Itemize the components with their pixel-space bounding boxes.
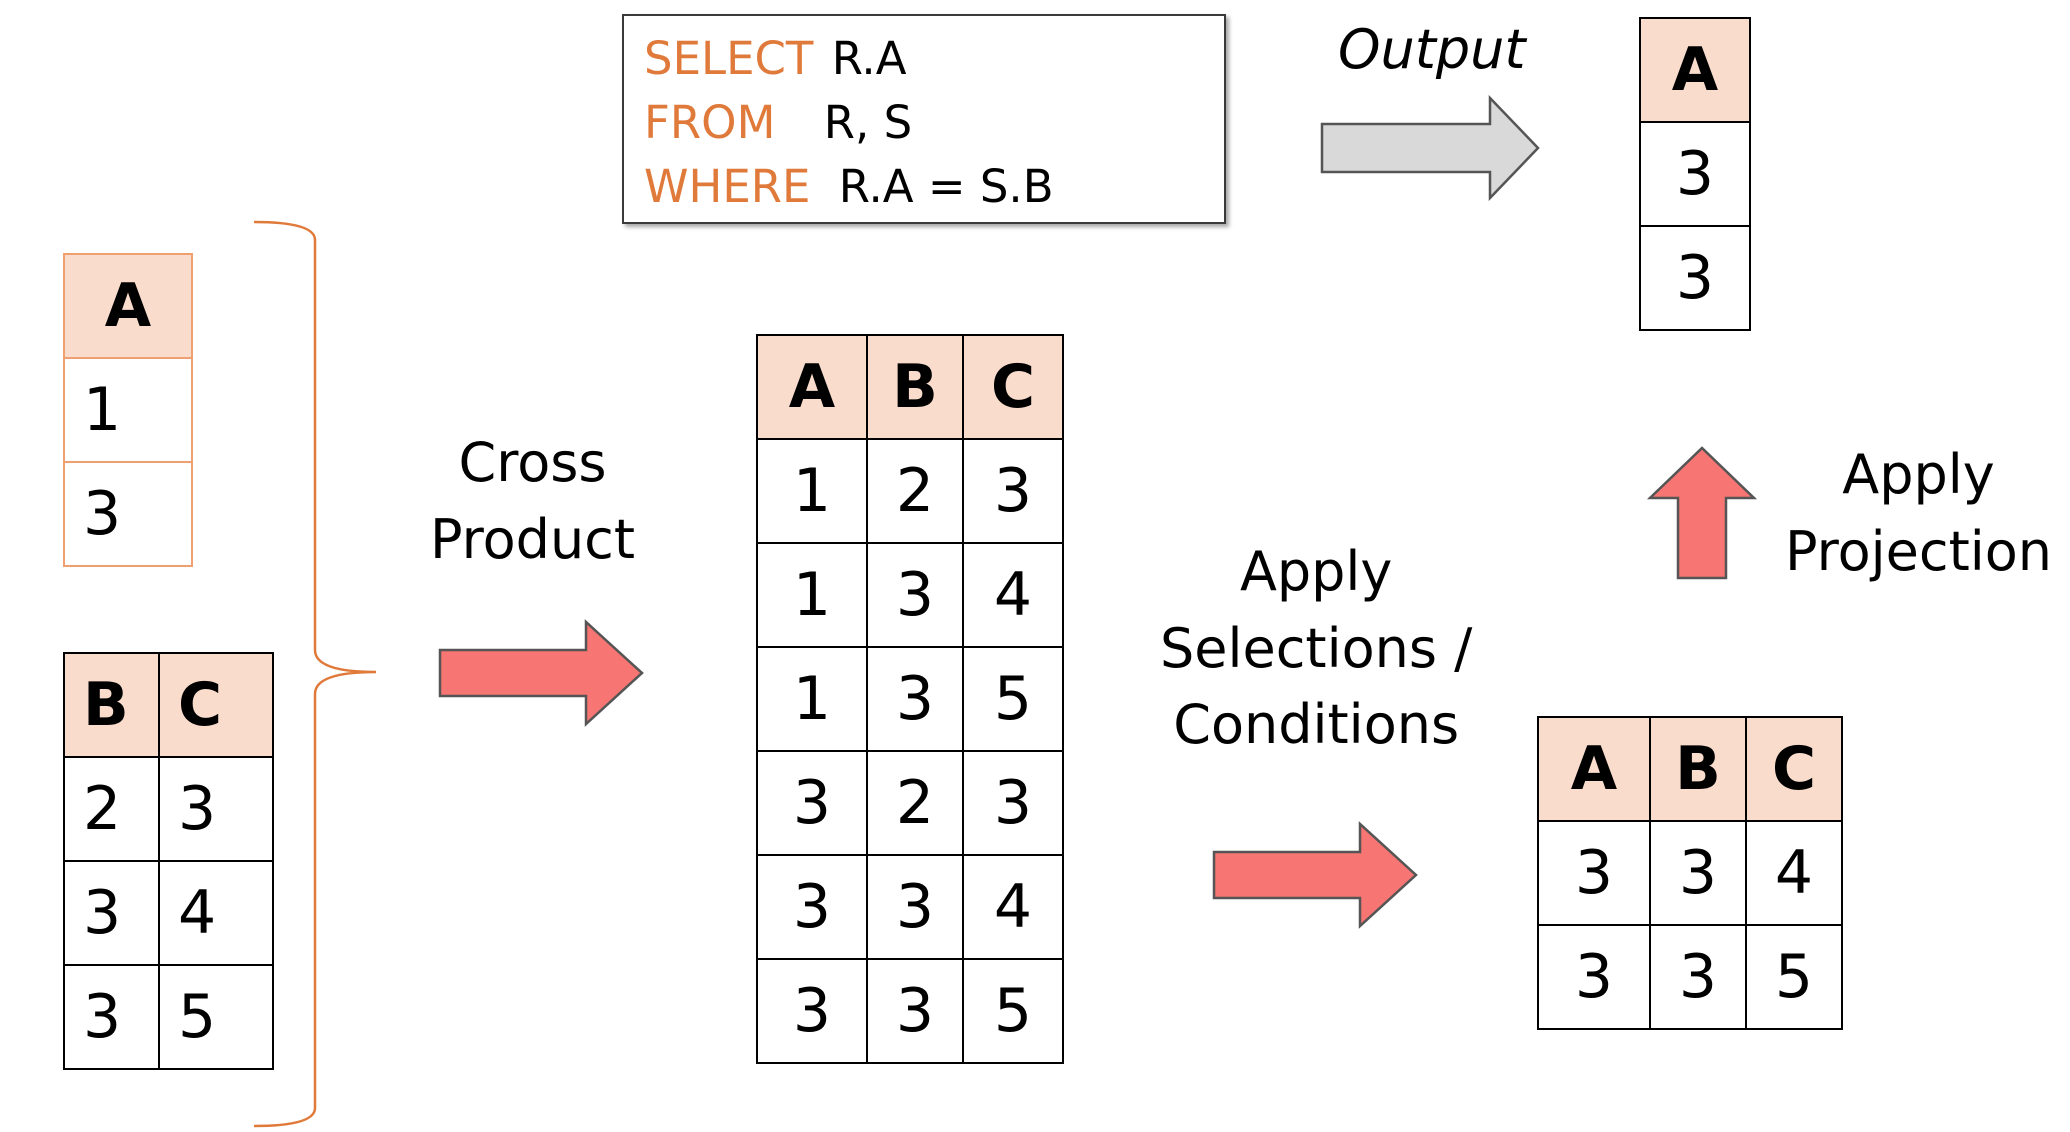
table-cell: 3 xyxy=(1649,820,1747,926)
cross-product-label-line: Cross xyxy=(458,431,607,494)
table-cell: 1 xyxy=(756,542,868,648)
output-arrow-icon xyxy=(1320,94,1540,202)
table-cell: 5 xyxy=(962,958,1064,1064)
table-row: 3 xyxy=(63,461,193,567)
relation-s-header: C xyxy=(158,652,274,758)
table-row: 1 xyxy=(63,357,193,463)
grouping-brace-icon xyxy=(253,220,377,1128)
table-cell: 3 xyxy=(962,438,1064,544)
output-table-header: A xyxy=(1639,17,1751,123)
sql-select-keyword: SELECT xyxy=(644,32,814,85)
sql-where-keyword: WHERE xyxy=(644,160,811,213)
table-cell: 3 xyxy=(1639,121,1751,227)
table-cell: 4 xyxy=(158,860,274,966)
cross-product-label-line: Product xyxy=(430,507,636,571)
apply-selections-label: Apply Selections / Conditions xyxy=(1160,534,1472,764)
table-cell: 1 xyxy=(756,438,868,544)
table-cell: 3 xyxy=(63,964,160,1070)
table-cell: 3 xyxy=(1537,924,1651,1030)
sql-select-line: SELECT R.A xyxy=(644,36,907,81)
projection-arrow-icon xyxy=(1646,446,1758,580)
sql-query-box: SELECT R.A FROM R, S WHERE R.A = S.B xyxy=(622,14,1226,224)
table-cell: 3 xyxy=(756,750,868,856)
table-cell: 2 xyxy=(866,750,964,856)
table-cell: 1 xyxy=(756,646,868,752)
output-table: A 3 3 xyxy=(1639,17,1751,331)
cross-product-header: A xyxy=(756,334,868,440)
relation-r-table: A 1 3 xyxy=(63,253,193,567)
table-cell: 3 xyxy=(866,542,964,648)
table-cell: 1 xyxy=(63,357,193,463)
sql-where-condition: R.A = S.B xyxy=(838,160,1054,213)
cross-product-header: B xyxy=(866,334,964,440)
table-cell: 5 xyxy=(1745,924,1843,1030)
table-cell: 5 xyxy=(158,964,274,1070)
selected-rows-header: B xyxy=(1649,716,1747,822)
table-cell: 3 xyxy=(756,958,868,1064)
apply-projection-label: Apply Projection xyxy=(1785,437,2052,590)
table-cell: 3 xyxy=(63,461,193,567)
table-cell: 3 xyxy=(866,646,964,752)
cross-product-label: Cross Product xyxy=(430,425,635,578)
sql-select-columns: R.A xyxy=(831,32,907,85)
apply-selections-label-line: Conditions xyxy=(1173,693,1460,757)
table-cell: 3 xyxy=(1649,924,1747,1030)
selected-rows-header: C xyxy=(1745,716,1843,822)
table-cell: 4 xyxy=(962,542,1064,648)
table-row: 3 xyxy=(1639,225,1751,331)
table-cell: 2 xyxy=(866,438,964,544)
cross-product-header: C xyxy=(962,334,1064,440)
output-label: Output xyxy=(1338,18,1526,81)
selected-rows-header: A xyxy=(1537,716,1651,822)
table-row: 3 xyxy=(1639,121,1751,227)
table-cell: 3 xyxy=(866,854,964,960)
table-cell: 4 xyxy=(962,854,1064,960)
table-cell: 3 xyxy=(756,854,868,960)
table-cell: 3 xyxy=(866,958,964,1064)
relation-s-header: B xyxy=(63,652,160,758)
table-cell: 3 xyxy=(1639,225,1751,331)
cross-product-arrow-icon xyxy=(438,619,644,727)
apply-selections-label-line: Apply xyxy=(1239,540,1393,603)
table-cell: 3 xyxy=(962,750,1064,856)
table-cell: 2 xyxy=(63,756,160,862)
selections-arrow-icon xyxy=(1212,821,1418,929)
table-cell: 3 xyxy=(158,756,274,862)
table-cell: 5 xyxy=(962,646,1064,752)
apply-projection-label-line: Projection xyxy=(1785,519,2053,583)
relation-r-header: A xyxy=(63,253,193,359)
sql-from-tables: R, S xyxy=(823,96,913,149)
sql-from-line: FROM R, S xyxy=(644,100,912,145)
apply-projection-label-line: Apply xyxy=(1842,443,1995,506)
sql-from-keyword: FROM xyxy=(644,96,776,149)
table-cell: 3 xyxy=(1537,820,1651,926)
table-cell: 3 xyxy=(63,860,160,966)
table-cell: 4 xyxy=(1745,820,1843,926)
sql-where-line: WHERE R.A = S.B xyxy=(644,164,1054,209)
apply-selections-label-line: Selections / xyxy=(1160,616,1473,680)
